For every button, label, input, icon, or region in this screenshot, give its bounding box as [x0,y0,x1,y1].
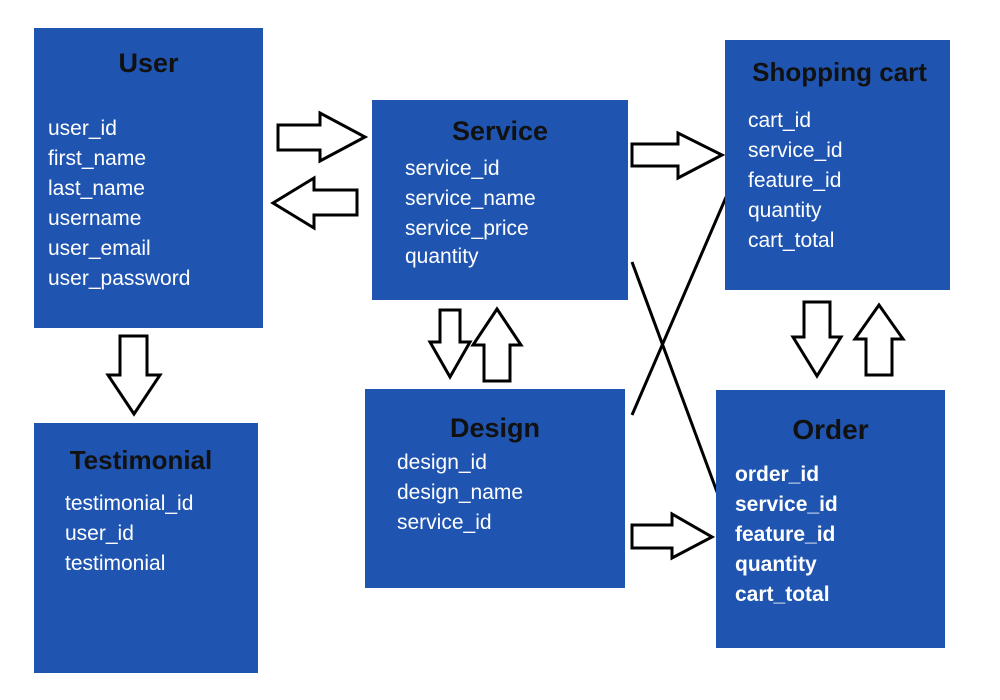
field-list: design_id design_name service_id [397,448,523,538]
entity-shopping-cart: Shopping cart cart_id service_id feature… [725,40,950,290]
arrow-down-icon [105,334,163,417]
field-list: user_id first_name last_name username us… [48,114,190,294]
arrow-right-icon [630,511,716,561]
design-shopping-cart-line [630,187,732,416]
field-item: cart_total [748,229,835,252]
field-item: last_name [48,177,145,200]
field-item: user_password [48,267,191,290]
field-list: testimonial_id user_id testimonial [65,489,193,579]
field-item: testimonial_id [65,492,194,515]
field-item: service_id [735,493,838,516]
field-item: cart_id [748,109,812,132]
field-item: design_id [397,451,487,474]
arrow-right-icon [630,130,726,181]
field-item: design_name [397,481,524,504]
field-item: feature_id [735,523,836,546]
field-item: first_name [48,147,147,170]
field-item: service_id [405,157,500,180]
entity-title: Order [792,414,869,445]
arrow-right-icon [276,110,369,164]
entity-title: Service [451,116,549,146]
field-item: service_name [405,187,536,210]
field-item: feature_id [748,169,842,192]
service-order-line [630,261,722,501]
arrow-left-icon [270,175,359,231]
field-list: service_id service_name service_price qu… [405,154,536,270]
entity-title: User [118,48,179,78]
entity-title: Design [449,413,541,443]
entity-title: Testimonial [69,445,213,475]
field-item: username [48,207,142,230]
entity-design: Design design_id design_name service_id [365,389,625,588]
arrow-up-icon [470,306,524,383]
entity-order: Order order_id service_id feature_id qua… [716,390,945,648]
field-list: order_id service_id feature_id quantity … [735,460,838,610]
field-item: user_id [65,522,134,545]
field-item: quantity [748,199,822,222]
field-item: quantity [405,245,479,268]
arrow-down-icon [427,308,473,381]
field-item: service_price [405,217,529,240]
arrow-up-icon [852,302,906,377]
field-item: order_id [735,463,820,486]
entity-testimonial: Testimonial testimonial_id user_id testi… [34,423,258,673]
entity-title: Shopping cart [752,57,927,87]
entity-user: User user_id first_name last_name userna… [34,28,263,328]
field-item: service_id [748,139,843,162]
field-list: cart_id service_id feature_id quantity c… [748,106,843,256]
entity-service: Service service_id service_name service_… [372,100,628,300]
field-item: service_id [397,511,492,534]
arrow-down-icon [790,300,844,379]
field-item: user_email [48,237,151,260]
field-item: quantity [735,553,817,576]
field-item: user_id [48,117,117,140]
field-item: cart_total [735,583,830,606]
field-item: testimonial [65,552,166,575]
